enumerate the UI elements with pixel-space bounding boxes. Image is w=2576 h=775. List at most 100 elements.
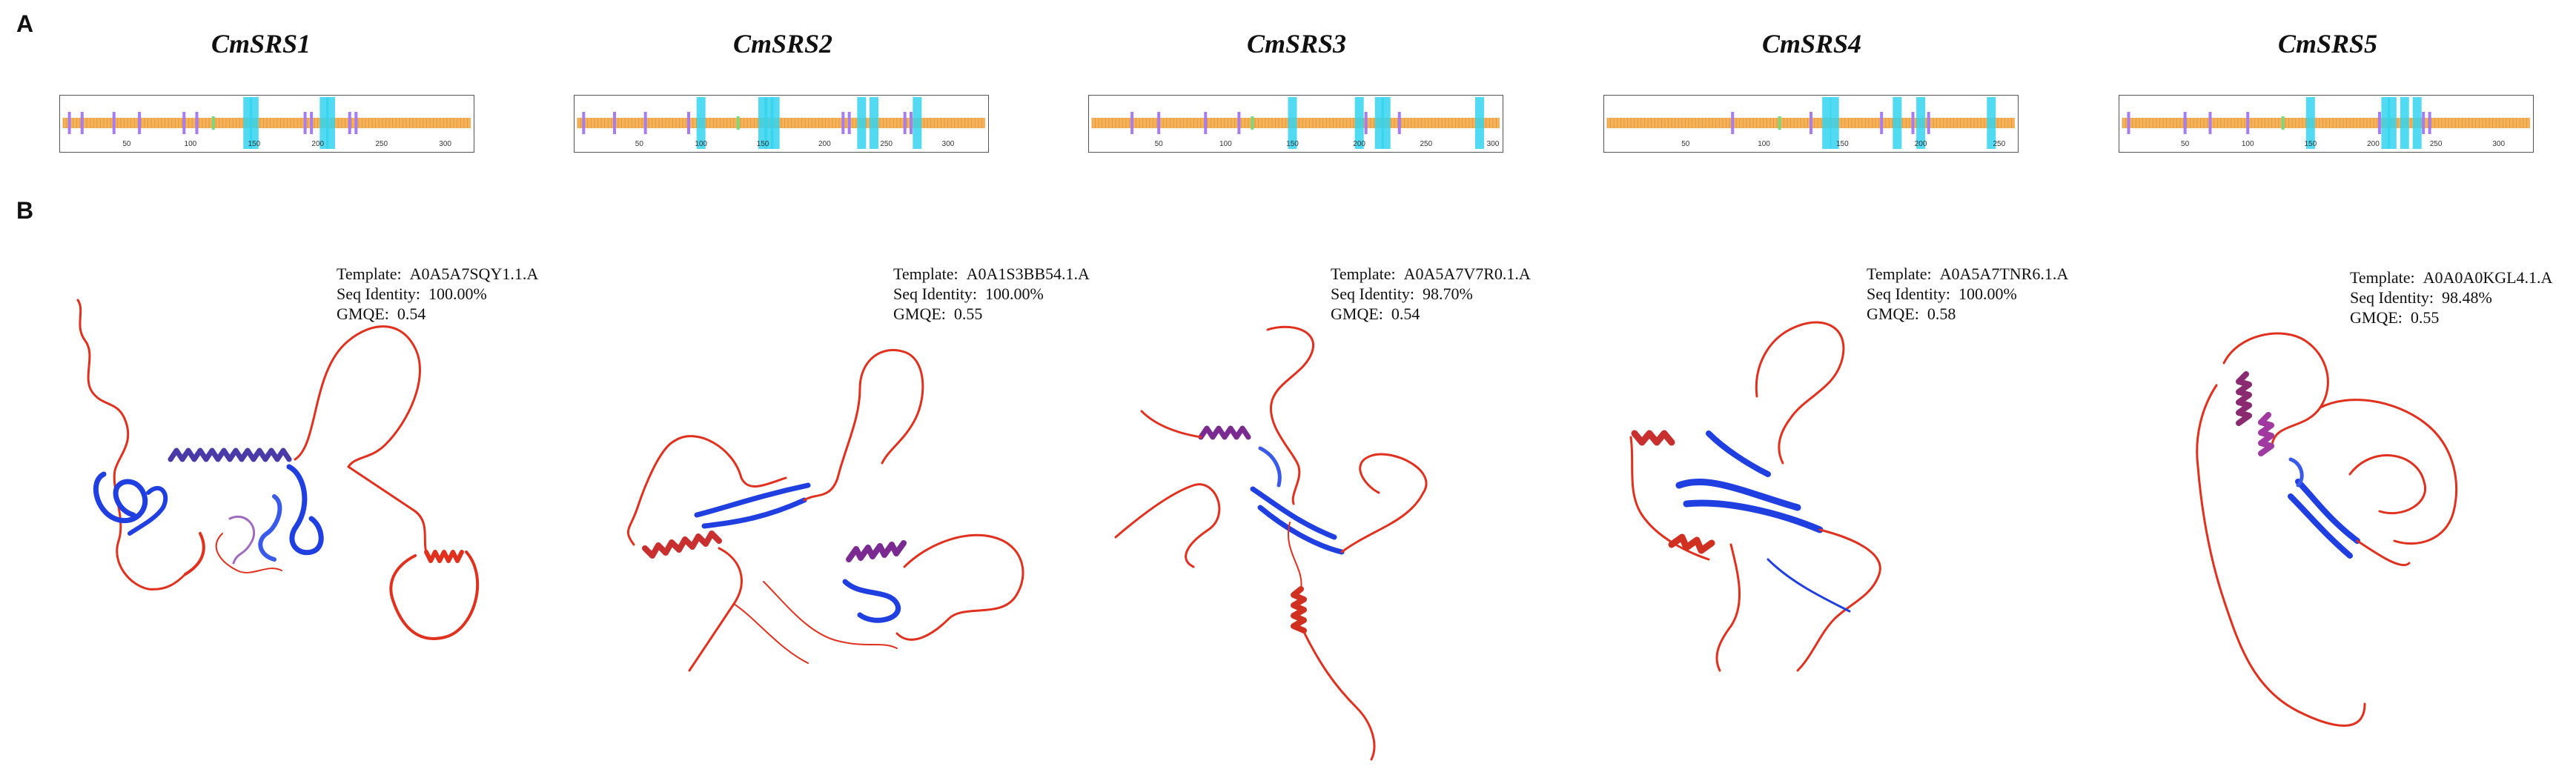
gene-title-cmsrs1: CmSRS1 (211, 29, 311, 59)
axis-tick-label: 200 (818, 140, 831, 148)
motif-mark-cyan (913, 97, 922, 149)
template-id: A0A5A7SQY1.1.A (409, 265, 539, 283)
motif-mark-cyan (696, 97, 706, 149)
motif-mark-cyan (2400, 97, 2409, 149)
axis-tick-label: 300 (439, 140, 451, 148)
motif-mark-purple (354, 112, 358, 134)
motif-mark-purple (67, 112, 71, 134)
gmqe-row: GMQE: 0.54 (1331, 305, 1420, 323)
motif-mark-purple (643, 112, 647, 134)
axis-tick-label: 150 (1286, 140, 1299, 148)
axis-tick-label: 200 (311, 140, 324, 148)
coil (2348, 454, 2427, 515)
motif-mark-purple (582, 112, 586, 134)
motif-mark-cyan (2412, 97, 2422, 149)
axis-tick-label: 100 (185, 140, 197, 148)
beta-sheet (1706, 430, 1771, 477)
motif-mark-purple (2246, 112, 2250, 134)
motif-mark-cyan (857, 97, 867, 149)
motif-mark-purple (1157, 112, 1161, 134)
motif-mark-purple (182, 112, 186, 134)
motif-mark-purple (80, 112, 84, 134)
motif-mark-purple (687, 112, 690, 134)
motif-mark-cyan (770, 97, 780, 149)
protein-structure-cmsrs1 (76, 299, 480, 640)
identity-value: 100.00% (428, 285, 487, 303)
axis-tick-label: 50 (122, 140, 131, 148)
coil (1303, 632, 1376, 761)
coil (688, 547, 743, 672)
motif-mark-cyan (1987, 97, 1996, 149)
protein-structure-cmsrs3 (1114, 325, 1428, 761)
motif-mark-green (211, 116, 215, 130)
template-row: Template: A0A1S3BB54.1.A (893, 265, 1090, 283)
motif-mark-cyan (1374, 97, 1384, 149)
beta-sheet (2295, 479, 2360, 544)
identity-value: 100.00% (1959, 285, 2017, 303)
motif-mark-purple (847, 112, 851, 134)
helix (2236, 371, 2252, 426)
identity-row: Seq Identity: 98.48% (2350, 288, 2492, 307)
panel-label-b: B (16, 197, 34, 224)
template-row: Template: A0A5A7TNR6.1.A (1867, 265, 2069, 283)
motif-mark-green (1251, 116, 1254, 130)
coil (184, 532, 205, 576)
beta-sheet (2288, 493, 2353, 559)
coil (1114, 483, 1221, 568)
coil (1767, 558, 1851, 613)
coil (626, 439, 676, 546)
axis-tick-label: 250 (2430, 140, 2443, 148)
motif-mark-purple (1880, 112, 1884, 134)
helix (2258, 412, 2274, 456)
identity-row: Seq Identity: 100.00% (893, 285, 1044, 303)
coil (294, 325, 421, 468)
motif-mark-green (736, 116, 740, 130)
gmqe-value: 0.54 (397, 305, 426, 323)
coil (76, 299, 187, 591)
gmqe-row: GMQE: 0.55 (2350, 308, 2440, 327)
model-info-cmsrs2: Template: A0A1S3BB54.1.A Seq Identity: 1… (893, 264, 1090, 324)
gene-title-cmsrs4: CmSRS4 (1761, 29, 1862, 59)
motif-mark-purple (348, 112, 351, 134)
motif-mark-purple (1397, 112, 1401, 134)
gene-title-cmsrs2: CmSRS2 (732, 29, 833, 59)
motif-mark-purple (2183, 112, 2187, 134)
motif-mark-purple (1731, 112, 1735, 134)
motif-mark-cyan (325, 97, 335, 149)
motif-mark-cyan (1916, 97, 1926, 149)
motif-mark-cyan (1893, 97, 1902, 149)
motif-mark-cyan (249, 97, 259, 149)
model-info-cmsrs1: Template: A0A5A7SQY1.1.A Seq Identity: 1… (337, 264, 538, 324)
gmqe-row: GMQE: 0.54 (337, 305, 426, 323)
axis-tick-label: 100 (2242, 140, 2254, 148)
coil (389, 551, 480, 640)
motif-mark-green (2281, 116, 2285, 130)
motif-mark-cyan (1822, 97, 1832, 149)
axis-tick-label: 300 (2492, 140, 2505, 148)
identity-row: Seq Identity: 98.70% (1331, 285, 1473, 303)
beta-sheet (1683, 499, 1824, 533)
motif-mark-purple (310, 112, 314, 134)
axis-tick-label: 100 (695, 140, 707, 148)
protein-structure-cmsrs5 (2196, 332, 2458, 727)
axis-tick-label: 300 (1487, 140, 1500, 148)
helix (846, 540, 907, 562)
axis-tick-label: 100 (1219, 140, 1232, 148)
beta-sheet (1258, 446, 1282, 488)
gene-title-cmsrs3: CmSRS3 (1246, 29, 1347, 59)
beta-sheet (93, 471, 148, 524)
template-id: A0A5A7TNR6.1.A (1939, 265, 2069, 283)
motif-mark-purple (910, 112, 913, 134)
model-info-cmsrs4: Template: A0A5A7TNR6.1.A Seq Identity: 1… (1867, 264, 2068, 324)
beta-sheet (1257, 505, 1345, 555)
template-row: Template: A0A5A7V7R0.1.A (1331, 265, 1531, 283)
gmqe-value: 0.55 (2410, 308, 2440, 327)
template-row: Template: A0A0A0KGL4.1.A (2350, 268, 2553, 287)
motif-mark-cyan (870, 97, 878, 149)
axis-tick-label: 50 (1155, 140, 1164, 148)
axis-tick-label: 250 (880, 140, 893, 148)
